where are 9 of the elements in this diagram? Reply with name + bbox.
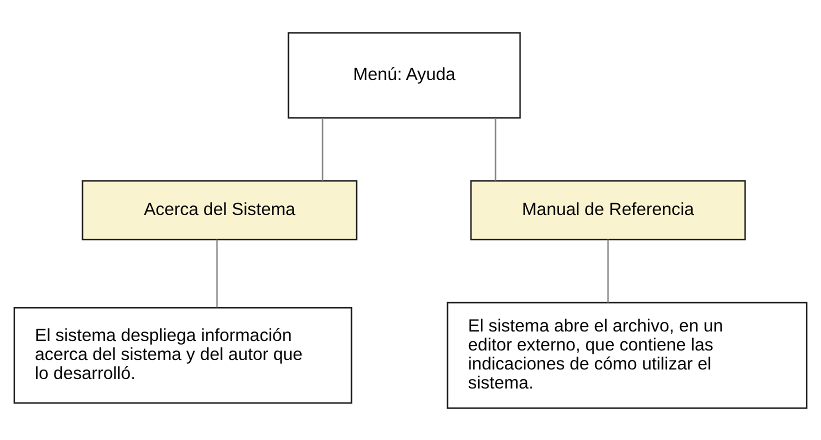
node-box: El sistema abre el archivo, en un editor externo, que contiene las indicaciones de cómo utilizar el sistema.: [446, 301, 808, 408]
node-box: El sistema despliega información acerca del sistema y del autor que lo desarrolló.: [14, 306, 352, 404]
node-box: Acerca del Sistema: [82, 180, 358, 240]
connector: [322, 118, 324, 180]
connector: [607, 239, 609, 302]
node-box: Menú: Ayuda: [288, 32, 521, 118]
node-box: Manual de Referencia: [470, 180, 746, 240]
connector: [216, 239, 218, 307]
connector: [494, 118, 496, 180]
